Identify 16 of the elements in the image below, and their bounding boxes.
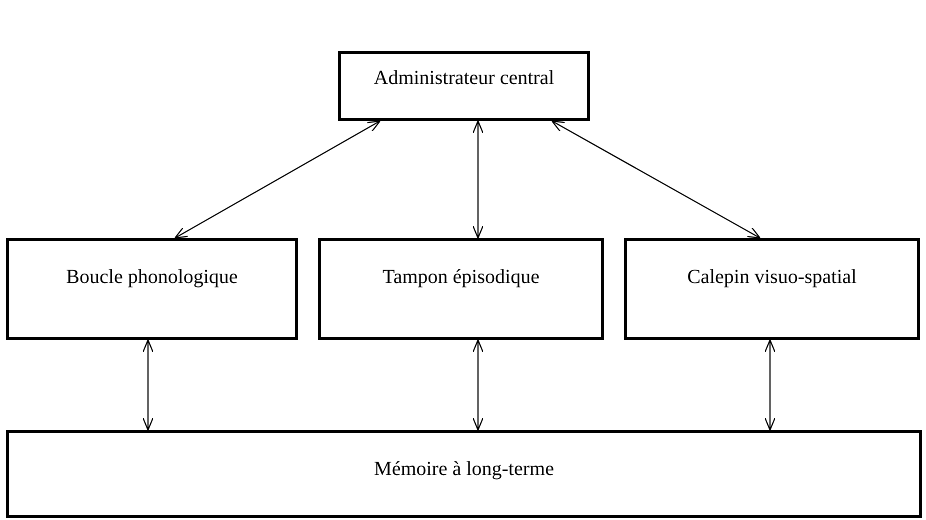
double-arrow (551, 120, 761, 239)
process-box (318, 238, 604, 340)
box-label: Mémoire à long-terme (374, 457, 554, 482)
process-box (6, 430, 922, 518)
double-arrow (142, 339, 154, 431)
double-arrow (472, 120, 484, 239)
process-box (624, 238, 920, 340)
process-box (338, 51, 590, 121)
process-box (6, 238, 298, 340)
box-label: Boucle phonologique (66, 265, 238, 290)
double-arrow (472, 339, 484, 431)
box-label: Administrateur central (374, 66, 554, 91)
double-arrow (764, 339, 776, 431)
double-arrow (174, 120, 381, 239)
box-label: Calepin visuo-spatial (687, 265, 857, 290)
box-label: Tampon épisodique (382, 265, 540, 290)
